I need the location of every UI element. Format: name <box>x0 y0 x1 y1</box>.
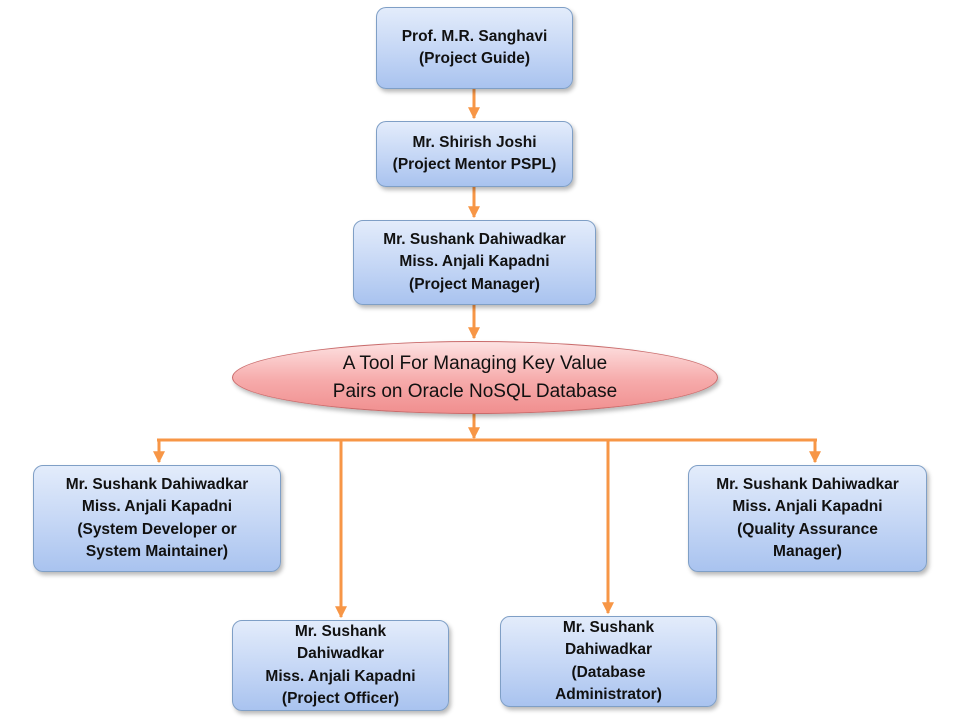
node-label-line: Mr. Sushank Dahiwadkar <box>65 475 249 493</box>
node-label-line: Mr. Sushank Dahiwadkar <box>383 230 566 248</box>
node-label-line: Miss. Anjali Kapadni <box>81 498 233 515</box>
node-label-line: Prof. M.R. Sanghavi <box>401 27 548 45</box>
node-label-line: Dahiwadkar <box>564 641 652 658</box>
node-label-line: Dahiwadkar <box>296 645 384 662</box>
node-label-line: (Project Officer) <box>281 690 400 707</box>
node-label-line: A Tool For Managing Key Value <box>342 352 608 374</box>
node-label-line: System Maintainer) <box>85 543 229 560</box>
node-label-line: Miss. Anjali Kapadni <box>265 667 416 685</box>
node-label-line: (Project Manager) <box>409 275 540 293</box>
node-label-line: Mr. Sushank <box>294 622 387 640</box>
node-label-line: Miss. Anjali Kapadni <box>732 498 883 515</box>
node-label-line: (Project Guide) <box>418 50 531 67</box>
node-label-line: Miss. Anjali Kapadni <box>399 253 550 271</box>
node-label-line: Manager) <box>773 543 842 560</box>
node-label-line: Mr. Sushank <box>562 618 655 636</box>
node-label-line: (System Developer or <box>77 520 237 538</box>
node-label-line: (Database <box>571 663 646 681</box>
node-label-line: (Quality Assurance <box>737 520 878 538</box>
node-project-guide: Prof. M.R. Sanghavi (Project Guide) <box>376 7 573 89</box>
node-label-line: Mr. Sushank Dahiwadkar <box>716 475 899 493</box>
node-label-line: Administrator) <box>555 686 662 703</box>
node-label-line: Mr. Shirish Joshi <box>412 133 537 151</box>
node-label-line: Pairs on Oracle NoSQL Database <box>332 380 618 402</box>
node-label-line: (Project Mentor PSPL) <box>392 156 557 173</box>
node-project-mentor: Mr. Shirish Joshi (Project Mentor PSPL) <box>376 121 573 187</box>
